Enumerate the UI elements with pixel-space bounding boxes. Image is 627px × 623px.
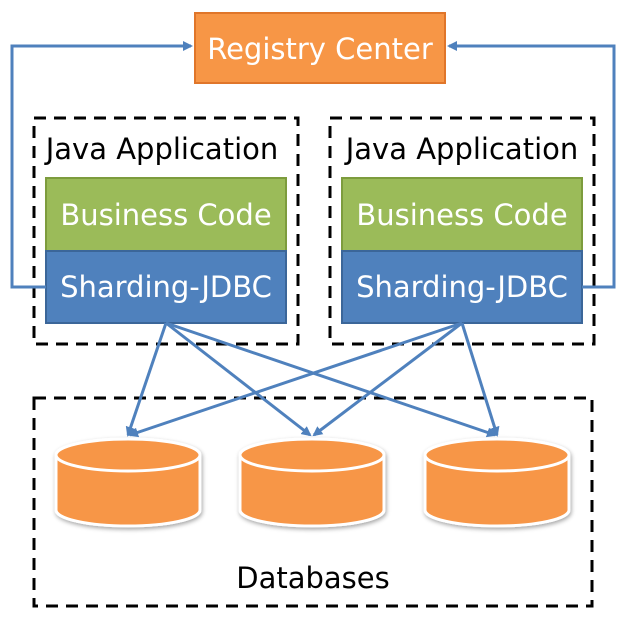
connector-right-to-db2 <box>312 321 463 437</box>
business-code-left-box <box>45 177 287 252</box>
databases-boundary <box>32 396 594 608</box>
database-cylinder-1 <box>54 437 202 528</box>
database-cylinder-3 <box>423 437 571 528</box>
database-connectors <box>125 321 500 438</box>
database-cylinder-2 <box>238 437 386 528</box>
java-application-left-boundary <box>32 116 300 346</box>
sharding-jdbc-right-label: Sharding-JDBC <box>356 270 568 304</box>
business-code-right-box <box>341 177 583 252</box>
sharding-jdbc-left-label: Sharding-JDBC <box>60 270 272 304</box>
java-application-right-title: Java Application <box>344 132 579 166</box>
registry-connectors <box>10 41 616 289</box>
registry-center-box <box>194 12 446 84</box>
business-code-left-label: Business Code <box>60 198 271 232</box>
connector-left-to-db1 <box>125 322 168 437</box>
connector-left-to-db3 <box>165 321 497 438</box>
java-application-right: Java Application Business Code Sharding-… <box>328 116 596 346</box>
java-application-left: Java Application Business Code Sharding-… <box>32 116 300 346</box>
connector-right-to-db3 <box>460 322 500 437</box>
database-cylinder-3-body <box>423 455 571 528</box>
business-code-right-label: Business Code <box>356 198 567 232</box>
database-cylinder-2-top <box>238 437 386 473</box>
database-cylinder-3-top <box>423 437 571 473</box>
databases-group: Databases <box>32 396 594 608</box>
databases-label: Databases <box>236 561 389 595</box>
registry-center: Registry Center <box>194 12 446 84</box>
java-application-left-title: Java Application <box>44 132 279 166</box>
connector-right-sharding-to-registry <box>447 41 616 289</box>
registry-center-label: Registry Center <box>207 32 433 66</box>
database-cylinder-2-body <box>238 455 386 528</box>
java-application-right-boundary <box>328 116 596 346</box>
database-cylinder-1-body <box>54 455 202 528</box>
connector-left-sharding-to-registry <box>10 41 193 289</box>
connector-right-to-db1 <box>128 321 463 438</box>
database-cylinder-1-top <box>54 437 202 473</box>
connector-left-to-db2 <box>165 321 312 437</box>
